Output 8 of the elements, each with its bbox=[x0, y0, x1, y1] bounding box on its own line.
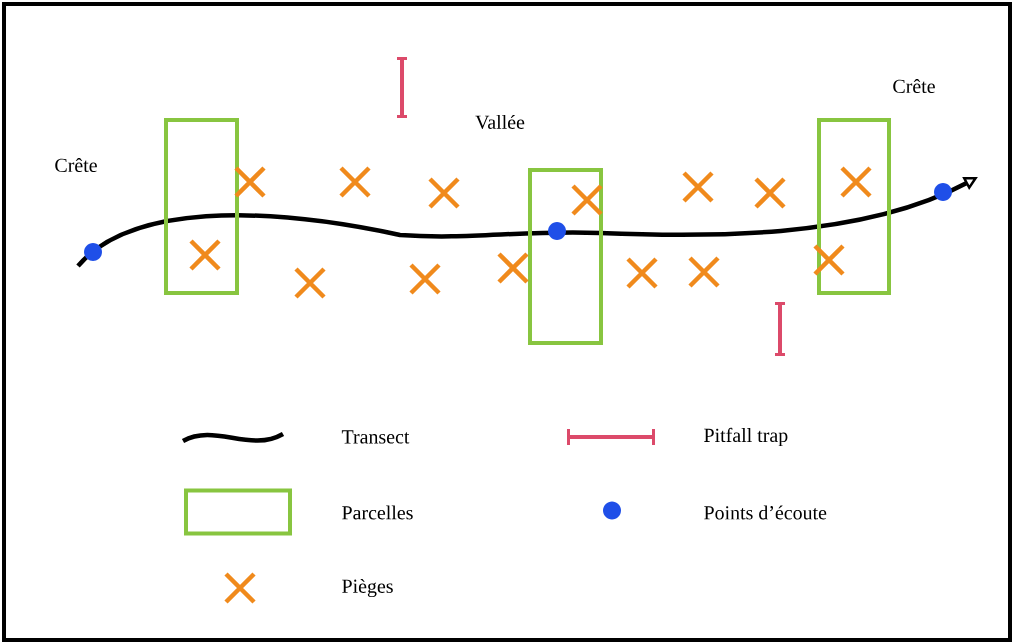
legend-label: Pitfall trap bbox=[704, 427, 788, 447]
legend-label: Transect bbox=[341, 430, 410, 444]
region-label: Vallée bbox=[475, 114, 525, 130]
legend-label: Pièges bbox=[342, 578, 393, 598]
region-label: Crête bbox=[893, 78, 935, 93]
legend-label: Parcelles bbox=[342, 505, 413, 520]
region-label: Crête bbox=[55, 157, 97, 172]
legend-label: Points d’écoute bbox=[704, 505, 827, 520]
